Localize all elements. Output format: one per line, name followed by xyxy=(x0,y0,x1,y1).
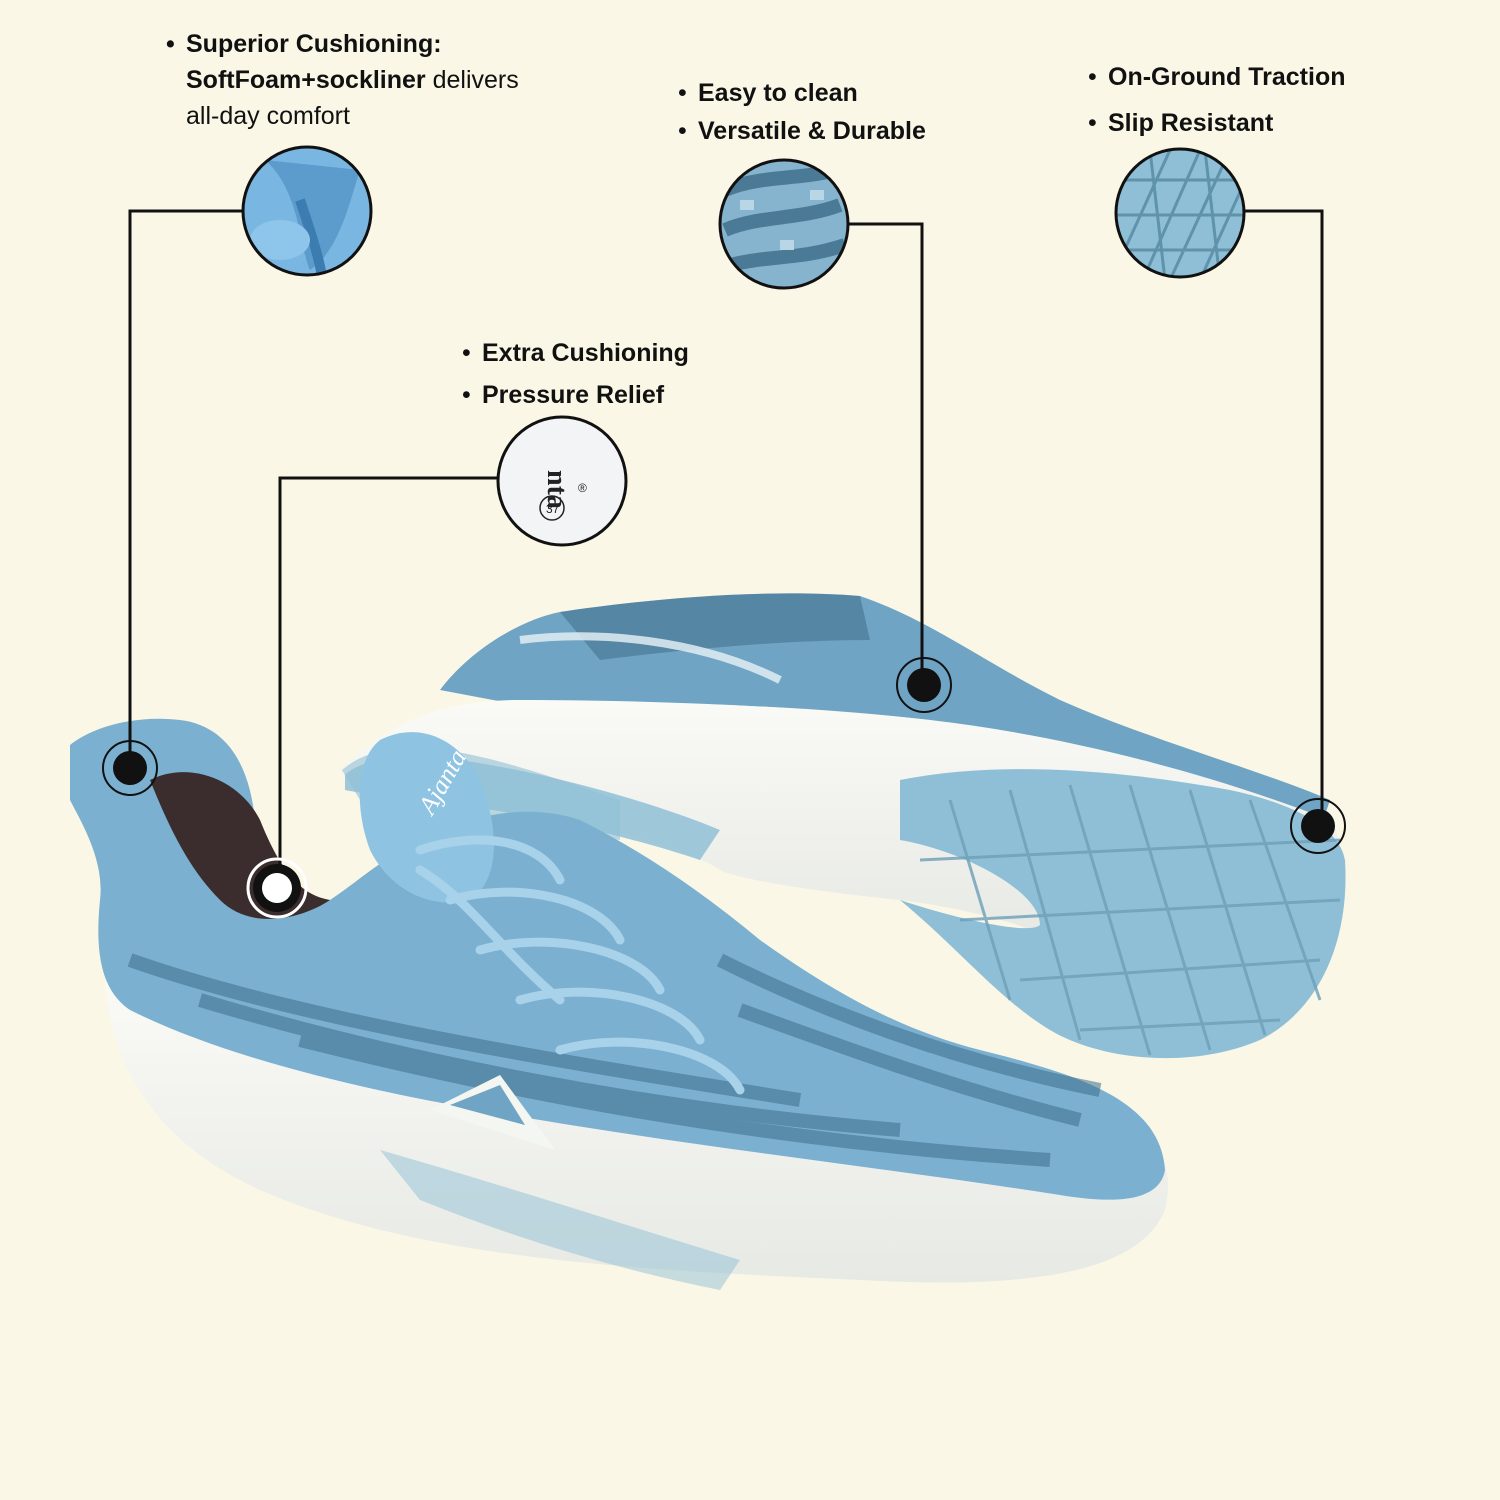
pointer-dot-cushioning xyxy=(102,740,158,796)
svg-text:®: ® xyxy=(578,481,587,495)
front-midsole-fade xyxy=(380,1150,740,1290)
pointer-dot-upper xyxy=(896,657,952,713)
front-brand-logo-mark xyxy=(450,1085,525,1125)
bullet-dot: • xyxy=(166,30,175,58)
svg-text:37: 37 xyxy=(546,502,560,516)
connector-insole xyxy=(278,476,498,888)
outsole-tread-lines xyxy=(919,784,1341,1056)
upper-item-0: •Easy to clean xyxy=(678,79,858,107)
svg-text:nta: nta xyxy=(541,470,572,509)
tread-detail-icon xyxy=(1114,147,1246,279)
back-upper-stripe xyxy=(519,632,782,684)
cushioning-title: Superior Cushioning: xyxy=(186,30,442,58)
upper-item-1: •Versatile & Durable xyxy=(678,117,926,145)
connector-cushioning xyxy=(128,209,243,768)
callout-upper: •Easy to clean •Versatile & Durable xyxy=(678,74,926,150)
outsole-item-0: •On-Ground Traction xyxy=(1088,63,1346,91)
callout-insole: •Extra Cushioning •Pressure Relief xyxy=(462,332,689,416)
callout-outsole: •On-Ground Traction •Slip Resistant xyxy=(1088,54,1346,146)
connector-lines xyxy=(128,209,1324,888)
callout-cushioning: • Superior Cushioning: SoftFoam+sockliner… xyxy=(166,26,519,134)
pointer-dot-insole xyxy=(246,857,308,919)
back-outsole xyxy=(900,769,1346,1059)
insole-item-1: •Pressure Relief xyxy=(462,381,665,409)
front-laces xyxy=(415,835,745,1095)
cushioning-bold-text: SoftFoam+sockliner xyxy=(186,66,426,94)
knit-detail-icon xyxy=(718,158,850,290)
insole-detail-icon: nta ® 37 xyxy=(496,415,628,547)
pointer-dot-outsole xyxy=(1290,798,1346,854)
front-tongue xyxy=(359,732,494,903)
foam-detail-icon xyxy=(241,145,373,277)
connector-outsole xyxy=(1244,209,1324,826)
cushioning-line3: all-day comfort xyxy=(186,102,350,130)
front-knit-pattern xyxy=(127,953,1102,1167)
outsole-item-1: •Slip Resistant xyxy=(1088,109,1274,137)
cushioning-rest-text: delivers xyxy=(425,66,519,94)
connector-upper xyxy=(848,222,924,685)
insole-item-0: •Extra Cushioning xyxy=(462,339,689,367)
